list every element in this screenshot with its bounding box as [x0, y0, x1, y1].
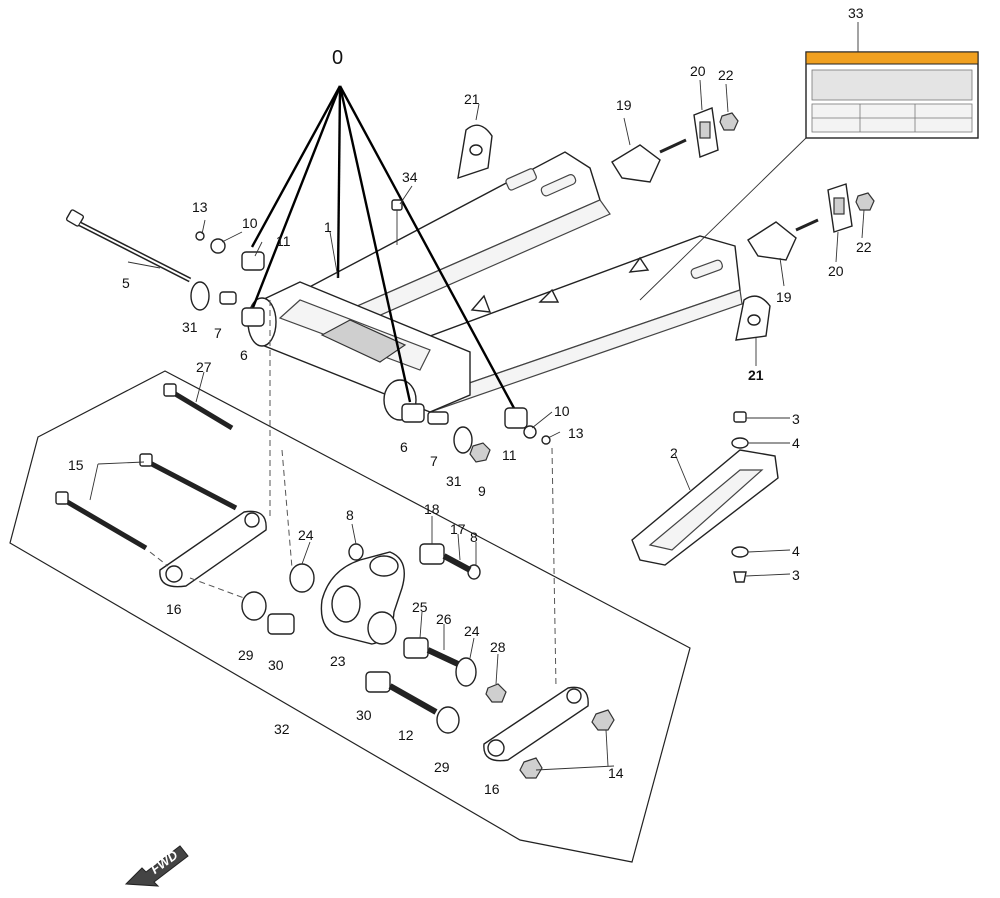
label-19a: 19: [616, 97, 632, 113]
label-30b: 30: [356, 707, 372, 723]
label-28: 28: [490, 639, 506, 655]
label-3b: 3: [792, 567, 800, 583]
label-34: 34: [402, 169, 418, 185]
label-10b: 10: [554, 403, 570, 419]
label-8b: 8: [470, 529, 478, 545]
label-30a: 30: [268, 657, 284, 673]
bushings-right: [401, 403, 551, 463]
linkage-group-boundary: [9, 370, 691, 863]
tie-rod-left: [159, 510, 267, 588]
label-26: 26: [436, 611, 452, 627]
label-0-pointers: [250, 85, 517, 411]
label-16a: 16: [166, 601, 182, 617]
label-1: 1: [324, 219, 332, 235]
label-15: 15: [68, 457, 84, 473]
linkage-washers: [241, 543, 481, 734]
label-25: 25: [412, 599, 428, 615]
label-6b: 6: [400, 439, 408, 455]
label-7a: 7: [214, 325, 222, 341]
pivot-bolt-5: [65, 209, 192, 283]
adjuster-plate-lower: [827, 183, 853, 233]
label-21b: 21: [748, 367, 764, 383]
label-4b: 4: [792, 543, 800, 559]
linkage-bushings: [267, 543, 472, 715]
label-16b: 16: [484, 781, 500, 797]
label-7b: 7: [430, 453, 438, 469]
label-23: 23: [330, 653, 346, 669]
label-13b: 13: [568, 425, 584, 441]
label-2: 2: [670, 445, 678, 461]
label-17: 17: [450, 521, 466, 537]
label-6a: 6: [240, 347, 248, 363]
label-29b: 29: [434, 759, 450, 775]
alignment-lines: [149, 300, 557, 689]
rocker-arm: [320, 551, 405, 645]
cap-upper: [457, 124, 493, 180]
warning-sticker: [805, 51, 979, 139]
cap-lower: [735, 295, 771, 341]
chain-guide: [631, 411, 779, 583]
label-18: 18: [424, 501, 440, 517]
bolt-34: [391, 199, 403, 245]
nut-lower: [855, 192, 875, 211]
forward-direction-marker: FWD: [124, 845, 189, 887]
part-labels: 0 1 2 3 3 4 4 5 6 6 7 7 8 8 9 10 10 11 1…: [68, 5, 872, 797]
label-14: 14: [608, 765, 624, 781]
chain-adjuster-lower: [747, 218, 819, 261]
label-11b: 11: [502, 447, 517, 463]
link-bolts: [55, 383, 238, 551]
label-24b: 24: [464, 623, 480, 639]
swingarm: [247, 151, 743, 421]
label-10a: 10: [242, 215, 258, 231]
label-9: 9: [478, 483, 486, 499]
label-3a: 3: [792, 411, 800, 427]
leader-lines: [89, 22, 865, 771]
label-12: 12: [398, 727, 414, 743]
label-0: 0: [332, 47, 343, 69]
label-5: 5: [122, 275, 130, 291]
label-27: 27: [196, 359, 212, 375]
label-4a: 4: [792, 435, 800, 451]
tie-rod-right: [483, 686, 589, 762]
label-8a: 8: [346, 507, 354, 523]
chain-adjuster-upper: [611, 138, 687, 183]
label-22a: 22: [718, 67, 734, 83]
label-29a: 29: [238, 647, 254, 663]
label-24a: 24: [298, 527, 314, 543]
label-19b: 19: [776, 289, 792, 305]
adjuster-plate-upper: [693, 107, 719, 158]
label-13a: 13: [192, 199, 208, 215]
label-21a: 21: [464, 91, 480, 107]
label-22b: 22: [856, 239, 872, 255]
linkage-nuts: [485, 683, 615, 779]
label-20a: 20: [690, 63, 706, 79]
label-32: 32: [274, 721, 290, 737]
label-20b: 20: [828, 263, 844, 279]
nut-upper: [719, 112, 739, 131]
label-11a: 11: [276, 233, 291, 249]
label-31a: 31: [182, 319, 198, 335]
label-33: 33: [848, 5, 864, 21]
label-31b: 31: [446, 473, 462, 489]
bushings-left: [190, 231, 265, 327]
